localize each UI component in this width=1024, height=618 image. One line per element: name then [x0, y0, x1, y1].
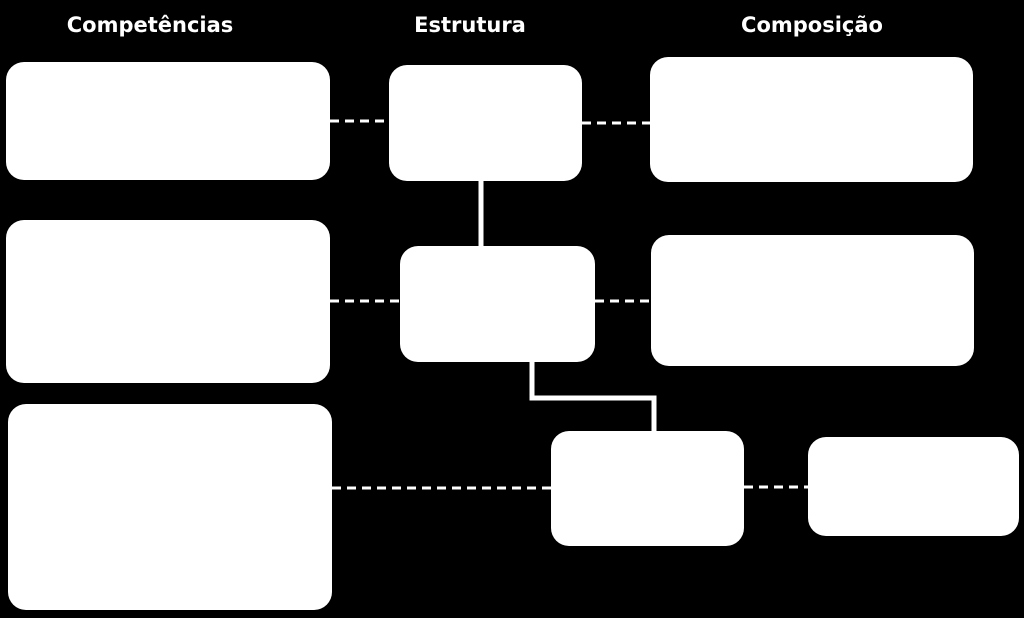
composicao-box-1 — [650, 57, 973, 182]
competencia-box-1 — [6, 62, 330, 180]
solid-link-estrutura-2-3 — [529, 362, 657, 431]
header-estrutura: Estrutura — [414, 13, 526, 37]
estrutura-box-3 — [551, 431, 744, 546]
header-composicao: Composição — [741, 13, 883, 37]
header-competencias: Competências — [66, 13, 234, 37]
composicao-box-2 — [651, 235, 974, 366]
estrutura-box-1 — [389, 65, 582, 181]
composicao-box-3 — [808, 437, 1019, 536]
estrutura-box-2 — [400, 246, 595, 362]
competencia-box-3 — [8, 404, 332, 610]
competencia-box-2 — [6, 220, 330, 383]
